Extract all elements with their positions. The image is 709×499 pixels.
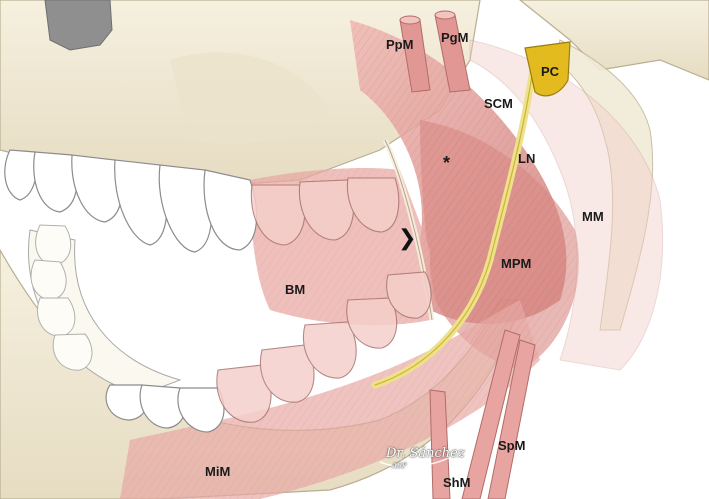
masseter-muscle <box>469 39 664 371</box>
label-asterisk: * <box>443 153 451 173</box>
upper-teeth <box>4 149 258 253</box>
signature-sub: ASP <box>392 462 407 470</box>
maxillary-shadow <box>170 52 330 144</box>
styloid-region <box>554 39 654 331</box>
label-spm: SpM <box>498 438 526 453</box>
label-ppm: PpM <box>386 37 414 52</box>
lower-teeth <box>105 384 225 433</box>
pc-structure <box>524 41 571 97</box>
label-mm: MM <box>582 209 604 224</box>
signature-name: Dr. Sánchez <box>386 446 465 461</box>
stylohyoid-muscle <box>461 329 521 499</box>
stylohyoid-muscle-3 <box>429 389 451 499</box>
nasal-cavity <box>44 0 113 51</box>
stylohyoid-muscle-2 <box>487 339 536 499</box>
arrowhead-marker: ❯ <box>398 225 417 250</box>
upper-molars <box>250 177 400 246</box>
label-mpm: MPM <box>501 256 532 271</box>
vertebra <box>519 0 709 81</box>
medial-pterygoid-fibers <box>420 120 579 370</box>
label-bm: BM <box>285 282 306 297</box>
label-shm: ShM <box>443 475 471 490</box>
label-pc: PC <box>541 64 560 79</box>
lower-molars <box>216 271 432 423</box>
label-mim: MiM <box>205 464 231 479</box>
lower-inner-teeth <box>30 224 93 371</box>
signature-flourish <box>379 454 456 468</box>
label-scm: SCM <box>484 96 513 111</box>
label-ln: LN <box>518 151 536 166</box>
label-pgm: PgM <box>441 30 469 45</box>
